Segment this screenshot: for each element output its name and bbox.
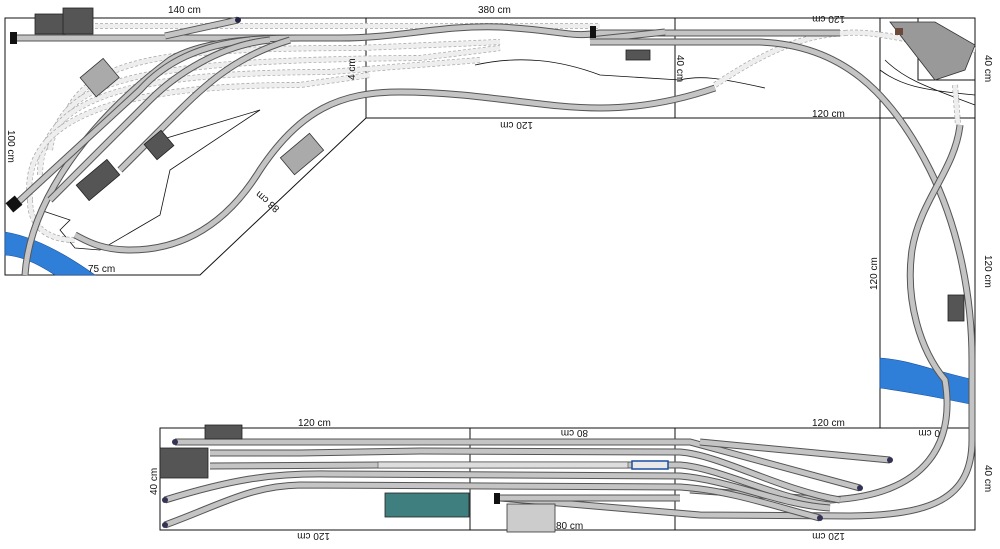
dim-label: 120 cm [298, 418, 331, 429]
dim-label: 4 cm [347, 58, 358, 80]
dim-label: 380 cm [478, 5, 511, 16]
track-return-loop [73, 84, 717, 254]
track-main-top [15, 23, 840, 42]
dim-label: 80 cm [561, 427, 588, 438]
bottom-station [384, 492, 470, 518]
buildings [34, 7, 976, 533]
dim-label: 120 cm [982, 255, 993, 288]
track-yard-left [12, 36, 292, 208]
dim-label: 140 cm [168, 5, 201, 16]
dim-label: 40 cm [982, 465, 993, 492]
track-right-inner [689, 124, 964, 504]
dim-label: 120 cm [812, 109, 845, 120]
dim-label: 120 cm [869, 257, 880, 290]
tracks [12, 16, 976, 529]
dim-label: 40 cm [149, 468, 160, 495]
building-station-top [79, 57, 120, 98]
track-bottom-station [163, 438, 891, 529]
dim-label: 120 cm [812, 13, 845, 24]
dim-label: 40 cm [674, 55, 685, 82]
dim-label: 100 cm [5, 130, 16, 163]
dim-label: 40 cm [982, 55, 993, 82]
train [377, 460, 669, 470]
dim-label: 75 cm [88, 264, 115, 275]
track-right-descent [499, 38, 976, 520]
village [889, 21, 976, 81]
terrain-contours [39, 59, 976, 251]
bottom-depot [159, 447, 209, 479]
dim-label: 0 cm [918, 427, 940, 438]
bottom-board [159, 427, 976, 531]
river [4, 231, 976, 406]
building-depot [62, 7, 94, 35]
dim-label: 120 cm [812, 530, 845, 541]
buffer-stops [5, 17, 893, 528]
dim-label: 120 cm [297, 530, 330, 541]
dim-label: 120 cm [812, 418, 845, 429]
dim-label: 80 cm [556, 521, 583, 532]
dimension-labels: 140 cm 380 cm 120 cm 40 cm 40 cm 120 cm … [5, 5, 993, 541]
baseboards [4, 17, 976, 531]
river-right [879, 357, 976, 406]
dim-label: 120 cm [500, 119, 533, 130]
building-shed [34, 13, 66, 35]
